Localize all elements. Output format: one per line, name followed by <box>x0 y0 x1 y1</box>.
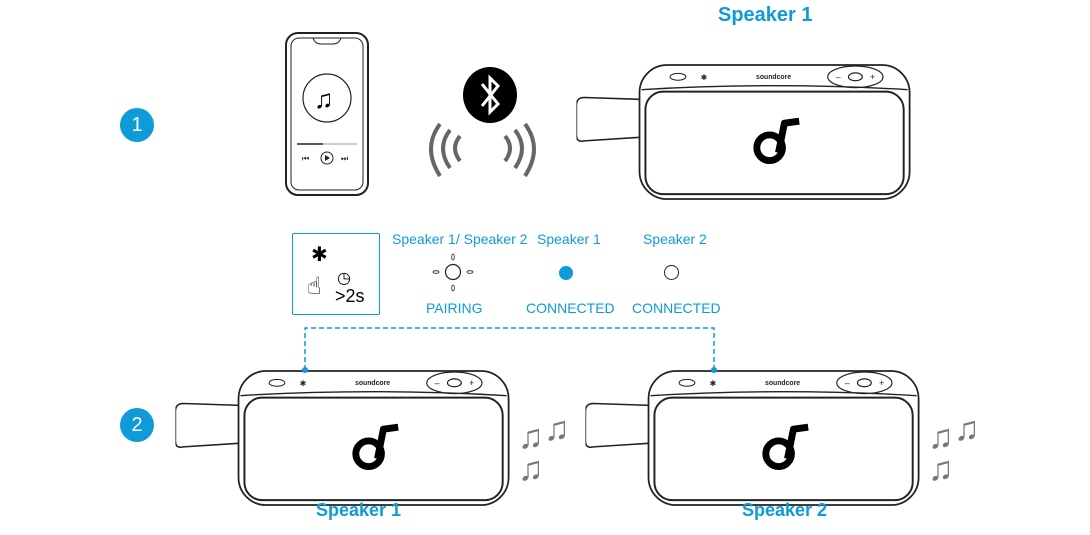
pairing-instruction-box: ✱ ☝ ◷ >2s <box>292 233 380 315</box>
step-number-2: 2 <box>120 408 154 442</box>
hand-press-icon: ☝ <box>307 273 322 300</box>
led-solid-blue-icon <box>559 266 573 280</box>
music-note-icon: ♫ <box>954 410 980 448</box>
clock-icon: ◷ <box>337 270 351 287</box>
bluetooth-icon: ✱ <box>311 244 328 266</box>
svg-text:⏭: ⏭ <box>341 154 348 163</box>
svg-text:⏮: ⏮ <box>302 154 309 163</box>
phone-illustration: ⏮ ⏭ <box>285 32 369 196</box>
step-number-1: 1 <box>120 108 154 142</box>
speaker1-title-step2: Speaker 1 <box>316 500 402 520</box>
bluetooth-signal-icon <box>429 67 536 178</box>
music-note-icon: ♫ <box>518 450 544 488</box>
speaker1-title-step1: Speaker 1 <box>718 4 813 26</box>
led-solid-white-icon <box>664 265 679 280</box>
speaker2-title-step2: Speaker 2 <box>742 500 828 520</box>
indicator-state-speaker1: CONNECTED <box>526 300 615 316</box>
music-note-icon: ♫ <box>544 410 570 448</box>
indicator-target-speaker2: Speaker 2 <box>643 231 707 247</box>
indicator-target-pairing: Speaker 1/ Speaker 2 <box>392 231 528 247</box>
indicator-state-pairing: PAIRING <box>426 300 483 316</box>
indicator-state-speaker2: CONNECTED <box>632 300 721 316</box>
pairing-blink-led-icon <box>432 253 474 292</box>
music-note-icon: ♫ <box>928 450 954 488</box>
hold-duration: >2s <box>335 286 365 306</box>
music-note-icon: ♫ <box>928 418 954 456</box>
indicator-target-speaker1: Speaker 1 <box>537 231 601 247</box>
music-note-icon: ♫ <box>518 418 544 456</box>
music-icon: ♫ <box>314 84 334 114</box>
